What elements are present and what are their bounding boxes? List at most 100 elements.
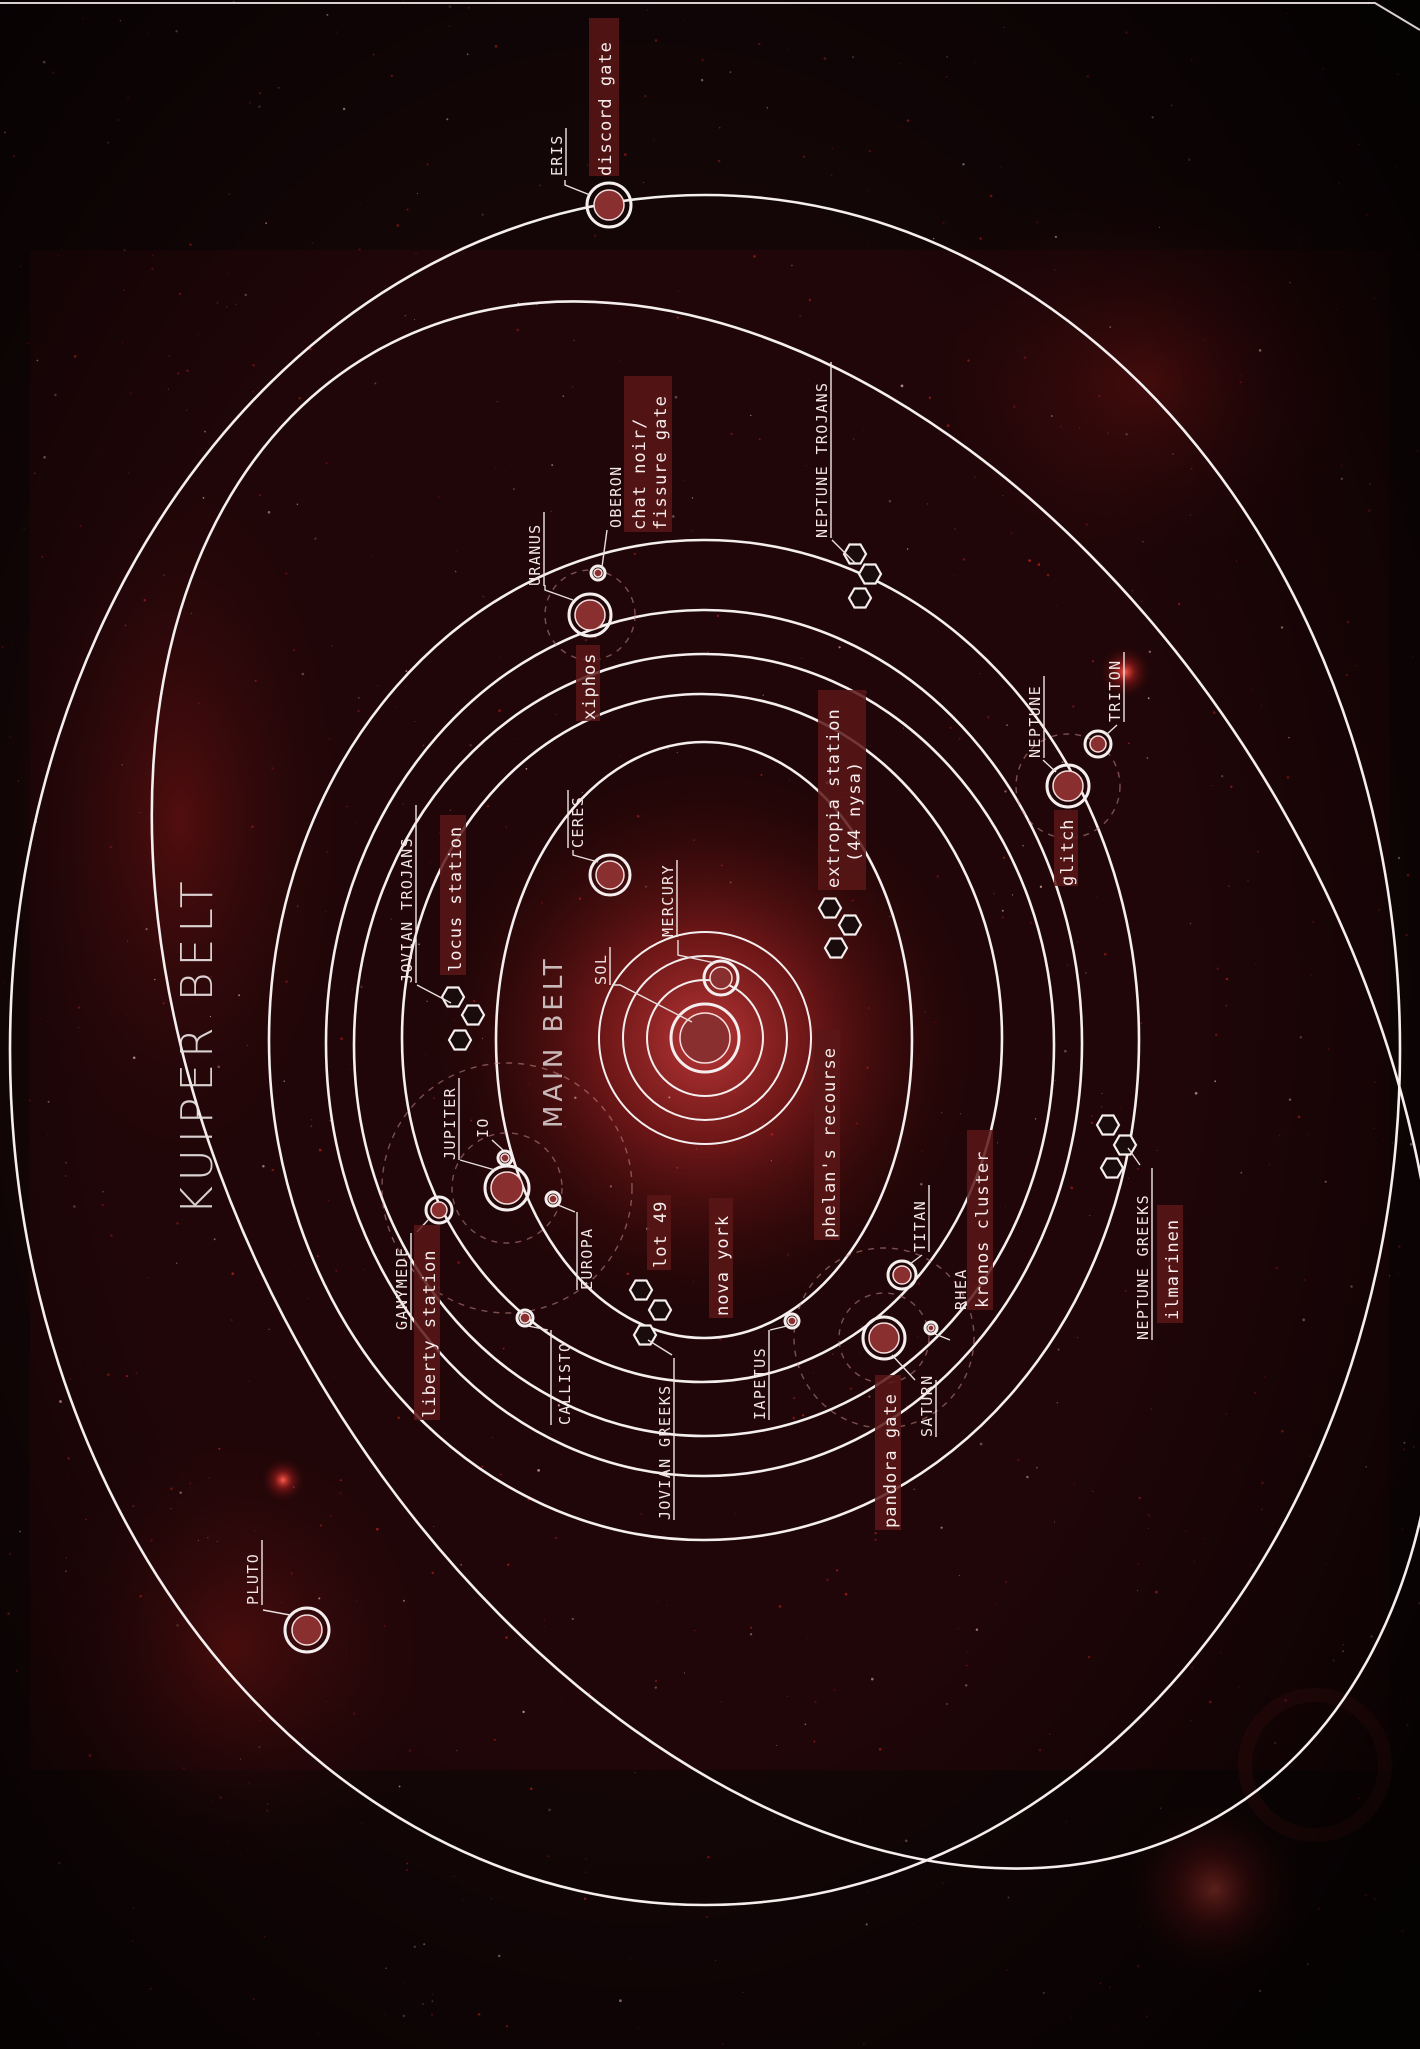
asteroid-hex (628, 1279, 654, 1301)
lot-49-label[interactable]: lot 49 (651, 1201, 671, 1268)
locus-station-label[interactable]: locus station (446, 826, 466, 972)
sol-label: SOL (592, 954, 610, 985)
xiphos-label[interactable]: xiphos (580, 653, 600, 720)
callisto-body[interactable] (515, 1308, 535, 1328)
asteroid-hex (837, 914, 863, 936)
main-belt-label: MAIN BELT (539, 955, 569, 1128)
saturn-label: SATURN (918, 1374, 936, 1437)
oberon-body[interactable] (589, 564, 607, 582)
asteroid-hex (632, 1324, 658, 1346)
asteroid-hex (817, 897, 843, 919)
ceres-body[interactable] (588, 853, 632, 897)
discord-gate-label[interactable]: discord gate (596, 41, 616, 176)
callisto-label: CALLISTO (556, 1342, 574, 1425)
saturn-body[interactable] (861, 1315, 907, 1361)
extropia-cluster[interactable] (817, 897, 863, 959)
asteroid-hex (823, 937, 849, 959)
chat-noir-label[interactable]: chat noir/ (630, 418, 650, 530)
nova-york-label[interactable]: nova york (713, 1215, 733, 1316)
saturn-orbit (352, 652, 1056, 1438)
triton-leader (1105, 724, 1118, 736)
jovian-greeks-cluster[interactable] (628, 1279, 673, 1346)
asteroid-hex (1095, 1114, 1121, 1136)
extropia-nysa-label[interactable]: (44 nysa) (845, 761, 865, 862)
mars-orbit (494, 740, 914, 1340)
callisto-leader (527, 1325, 549, 1331)
asteroid-hex (1099, 1157, 1125, 1179)
saturn-leader (891, 1354, 916, 1381)
asteroid-hex (460, 1004, 486, 1026)
iapetus-label: IAPETUS (751, 1347, 769, 1420)
sol-body[interactable] (669, 1002, 741, 1074)
neptune-label: NEPTUNE (1026, 685, 1044, 758)
asteroid-hex (647, 1299, 673, 1321)
body-labels: ERIS URANUS OBERON NEPTUNE TROJANS NEPTU… (244, 128, 1153, 1605)
kronos-cluster-label[interactable]: kronos cluster (973, 1151, 993, 1308)
liberty-station-label[interactable]: liberty station (420, 1249, 440, 1418)
fissure-gate-label[interactable]: fissure gate (651, 395, 671, 530)
uranus-leader (544, 585, 574, 601)
earth-orbit (622, 955, 788, 1121)
orbits (8, 193, 1420, 1907)
pluto-body[interactable] (283, 1606, 331, 1654)
saturn-inner-ring (838, 1292, 930, 1384)
asteroid-hex (447, 1029, 473, 1051)
ceres-label: CERES (569, 796, 587, 848)
jupiter-system-ring (381, 1062, 633, 1314)
triton-body[interactable] (1083, 729, 1113, 759)
uranus-system-ring (544, 569, 636, 661)
eris-body[interactable] (585, 181, 633, 229)
io-body[interactable] (496, 1149, 514, 1167)
neptune-body[interactable] (1045, 763, 1091, 809)
io-label: IO (474, 1117, 492, 1138)
kuiper-orbit (8, 193, 1402, 1907)
uranus-label: URANUS (526, 523, 544, 586)
europa-body[interactable] (544, 1190, 562, 1208)
jovian-trojans-leader (416, 984, 452, 1004)
jupiter-inner-ring (451, 1132, 563, 1244)
asteroid-clusters (440, 543, 1138, 1346)
neptune-greeks-cluster[interactable] (1095, 1114, 1138, 1179)
pandora-gate-label[interactable]: pandora gate (881, 1393, 901, 1528)
asteroid-hex (440, 986, 466, 1008)
rhea-leader (934, 1333, 951, 1341)
jovian-greeks-leader (647, 1339, 673, 1356)
oberon-leader (601, 529, 608, 568)
jupiter-body[interactable] (483, 1164, 531, 1212)
triton-label: TRITON (1106, 659, 1124, 722)
neptune-trojans-leader (831, 539, 856, 564)
rhea-body[interactable] (923, 1320, 939, 1336)
neptune-greeks-leader (1127, 1147, 1141, 1166)
extropia-station-label[interactable]: extropia station (824, 708, 844, 888)
jovian-trojans-cluster[interactable] (440, 986, 486, 1051)
asteroid-hex (857, 563, 883, 585)
phelans-recourse-label[interactable]: phelan's recourse (820, 1047, 840, 1238)
pluto-leader (262, 1609, 291, 1616)
ilmarinen-label[interactable]: ilmarinen (1163, 1219, 1183, 1320)
neptune-trojans-cluster[interactable] (842, 543, 883, 609)
neptune-greeks-label: NEPTUNE GREEKS (1134, 1194, 1152, 1340)
ganymede-body[interactable] (424, 1195, 454, 1225)
titan-body[interactable] (886, 1259, 918, 1291)
bodies (283, 181, 1113, 1654)
mercury-body[interactable] (702, 959, 740, 997)
uranus-body[interactable] (567, 592, 613, 638)
iapetus-body[interactable] (783, 1312, 801, 1330)
neptune-trojans-label: NEPTUNE TROJANS (813, 382, 831, 538)
neptune-system-ring (1015, 733, 1121, 839)
station-labels: discord gate chat noir/ fissure gate xip… (414, 18, 1183, 1530)
titan-label: TITAN (911, 1200, 929, 1252)
ganymede-label: GANYMEDE (393, 1247, 411, 1330)
pluto-orbit (150, 300, 1420, 1870)
asteroid-hex (1112, 1134, 1138, 1156)
jupiter-leader (459, 1159, 496, 1171)
glitch-label[interactable]: glitch (1058, 819, 1078, 886)
mercury-leader (677, 940, 716, 964)
eris-leader (564, 180, 591, 196)
uranus-orbit (324, 608, 1084, 1478)
jupiter-label: JUPITER (441, 1087, 459, 1160)
europa-label: EUROPA (578, 1227, 596, 1290)
europa-leader (557, 1204, 576, 1213)
jupiter-orbit (400, 692, 1004, 1384)
